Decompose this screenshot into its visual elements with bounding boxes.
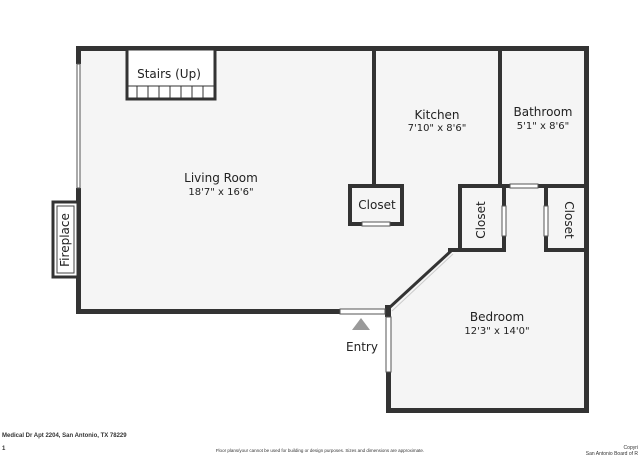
stairs — [125, 47, 217, 101]
wall-bath-bottom-right — [538, 184, 587, 188]
floor-fill — [79, 49, 586, 410]
bedroom-label: Bedroom — [470, 310, 524, 324]
closet-living-top — [348, 184, 404, 188]
living-room-label: Living Room — [184, 171, 258, 185]
disclaimer-text: Floor plans/your cannot be used for buil… — [215, 448, 425, 453]
window-bedroom — [385, 316, 392, 373]
closet-right-bottom — [544, 248, 587, 252]
closet-mid-right-bottom — [502, 236, 506, 252]
door-closet-mid — [501, 205, 507, 237]
closet-living-label: Closet — [358, 198, 396, 212]
entry-arrow-icon — [352, 318, 370, 330]
closet-living-bottom-l — [348, 222, 362, 226]
window-closet-living — [361, 221, 391, 227]
kitchen-label: Kitchen — [414, 108, 459, 122]
wall-bottom-left — [76, 309, 340, 314]
wall-entry-post — [385, 305, 391, 317]
walls — [76, 46, 589, 413]
closet-mid-right-top — [502, 184, 506, 206]
window-bath — [509, 183, 539, 189]
wall-bedroom-bottom — [386, 408, 589, 413]
bathroom-dims: 5'1" x 8'6" — [517, 121, 569, 132]
window-left — [76, 63, 81, 189]
address-text: Medical Dr Apt 2204, San Antonio, TX 782… — [2, 433, 127, 439]
fireplace-label: Fireplace — [58, 213, 72, 267]
closet-mid-label: Closet — [474, 201, 488, 239]
kitchen-dims: 7'10" x 8'6" — [408, 123, 467, 134]
floor-plan: Stairs (Up) Living Room 18'7" x 16'6" Ki… — [51, 46, 589, 413]
copyright-line-2: San Antonio Board of R — [585, 451, 638, 457]
closet-living-right — [400, 184, 404, 226]
wall-bedroom-diagonal — [387, 249, 453, 310]
wall-top — [76, 46, 589, 51]
wall-bedroom-diagonal-inner — [391, 253, 454, 312]
living-room-dims: 18'7" x 16'6" — [188, 187, 253, 198]
closet-living-bottom-r — [390, 222, 404, 226]
wall-bath-bottom-left — [458, 184, 510, 188]
closet-living-left — [348, 184, 352, 226]
stairs-label: Stairs (Up) — [137, 67, 201, 81]
closet-mid-left — [458, 184, 462, 252]
bedroom-dims: 12'3" x 14'0" — [464, 326, 529, 337]
wall-living-kitchen — [372, 48, 376, 186]
fireplace — [51, 200, 80, 279]
closet-mid-bottom — [458, 248, 506, 252]
copyright-line-1: Copyri — [623, 445, 638, 451]
windows — [76, 63, 549, 373]
door-closet-right — [543, 205, 549, 237]
wall-right — [584, 46, 589, 413]
window-entry — [339, 308, 386, 315]
wall-bedroom-left-lower — [386, 372, 391, 413]
page-number: 1 — [2, 446, 6, 452]
wall-bedroom-top — [448, 248, 462, 252]
closet-right-label: Closet — [562, 201, 576, 239]
closet-right-left-top — [544, 184, 548, 206]
wall-left-upper — [76, 46, 81, 64]
closet-right-left-bottom — [544, 236, 548, 252]
bathroom-label: Bathroom — [514, 105, 573, 119]
wall-kitchen-bath — [498, 48, 502, 186]
entry-label: Entry — [346, 340, 378, 354]
